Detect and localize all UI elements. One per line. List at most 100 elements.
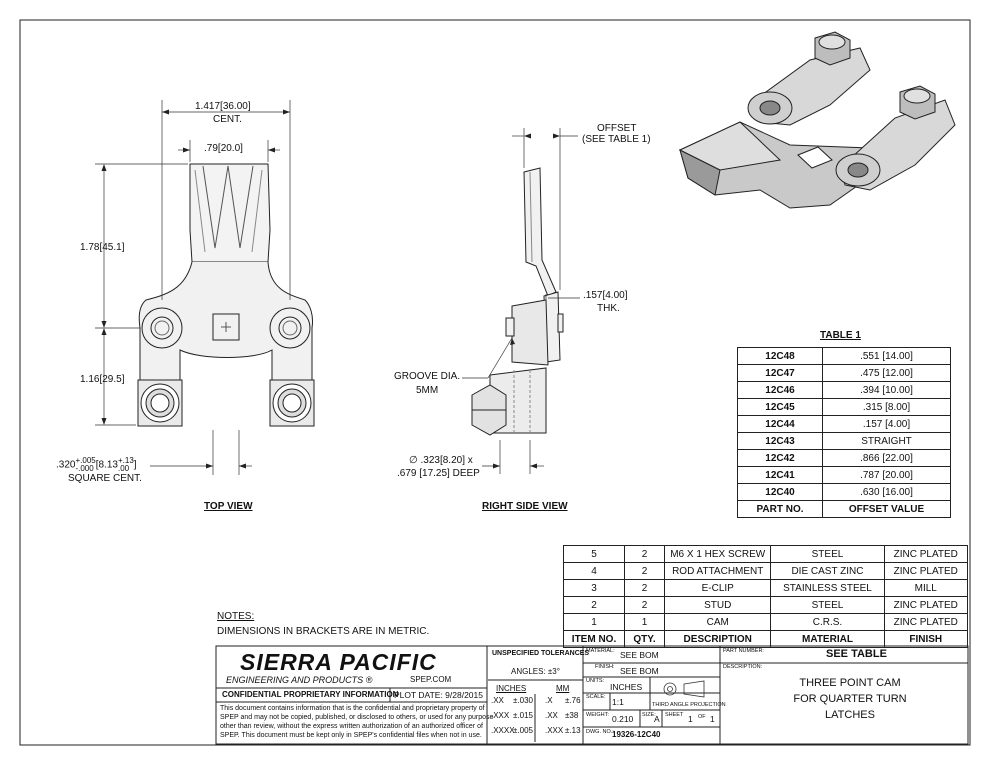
tolerance-mm-header: MM — [556, 684, 570, 693]
top-view-dimensions — [95, 100, 291, 475]
bom-cell: STEEL — [770, 596, 885, 614]
top-view-drawing — [137, 163, 315, 427]
dim-square-label: SQUARE CENT. — [68, 473, 142, 484]
bom-cell: 3 — [562, 579, 626, 597]
isometric-view — [678, 31, 956, 209]
hole-depth: .679 [17.25] DEEP — [397, 468, 480, 479]
table1-offset-cell: .157 [4.00] — [822, 415, 951, 433]
notes-title: NOTES: — [217, 611, 255, 622]
confidential-title: CONFIDENTIAL PROPRIETARY INFORMATION — [222, 690, 399, 699]
size-value: A — [654, 714, 660, 724]
company-name: SIERRA PACIFIC — [240, 649, 437, 675]
table1-part-cell: 12C44 — [737, 415, 823, 433]
bom-header-cell: ITEM NO. — [562, 630, 626, 648]
units-value: INCHES — [610, 682, 643, 692]
scale-value: 1:1 — [612, 697, 624, 707]
table1-part-cell: 12C47 — [737, 364, 823, 382]
bom-cell: ZINC PLATED — [883, 562, 969, 580]
table1-part-cell: 12C45 — [737, 398, 823, 416]
tolerance-value: ±.76 — [565, 696, 581, 705]
tolerance-value: ±.015 — [513, 711, 533, 720]
hole-dia: ∅ .323[8.20] x — [409, 455, 473, 466]
table1-title: TABLE 1 — [820, 330, 861, 341]
table1-row: 12C42.866 [22.00] — [737, 449, 951, 467]
tolerance-value: .XX — [491, 696, 504, 705]
sheet-value: 1 — [688, 714, 693, 724]
top-view-arrows — [101, 109, 290, 469]
dim-height: 1.78[45.1] — [80, 242, 125, 253]
company-web: SPEP.COM — [410, 675, 452, 684]
third-angle-projection-icon — [663, 680, 705, 698]
tolerance-value: .XXXX — [491, 726, 515, 735]
table1-part-cell: 12C41 — [737, 466, 823, 484]
bom-cell: 2 — [624, 596, 665, 614]
table1-row: 12C40.630 [16.00] — [737, 483, 951, 501]
side-view-dimensions — [462, 128, 580, 474]
part-number-label: PART NUMBER: — [723, 648, 764, 654]
table1-offset-cell: .787 [20.00] — [822, 466, 951, 484]
tolerance-value: .XXX — [491, 711, 510, 720]
offset-label: OFFSET — [597, 123, 637, 134]
bom-cell: ZINC PLATED — [883, 545, 969, 563]
size-label: SIZE: — [642, 712, 656, 718]
table1-row: 12C45.315 [8.00] — [737, 398, 951, 416]
bom-cell: E-CLIP — [663, 579, 772, 597]
tolerance-value: .XX — [545, 711, 558, 720]
description-label: DESCRIPTION: — [723, 664, 763, 670]
bom-cell: CAM — [663, 613, 772, 631]
bom-header-cell: DESCRIPTION — [663, 630, 772, 648]
dim-square-size: .320+.005-.000[8.13+.13.00] — [56, 456, 137, 473]
bom-cell: 4 — [562, 562, 626, 580]
material-label: MATERIAL: — [586, 648, 615, 654]
dim-lower-height: 1.16[29.5] — [80, 374, 125, 385]
weight-value: 0.210 — [612, 714, 634, 724]
table1-offset-cell: STRAIGHT — [822, 432, 951, 450]
bom-cell: DIE CAST ZINC — [770, 562, 885, 580]
table1-part-cell: 12C48 — [737, 347, 823, 365]
dim-thickness: .157[4.00] — [583, 290, 628, 301]
dim-thickness-label: THK. — [597, 303, 620, 314]
bom-cell: ZINC PLATED — [883, 613, 969, 631]
side-view-caption: RIGHT SIDE VIEW — [482, 501, 568, 512]
table1-offset-cell: .551 [14.00] — [822, 347, 951, 365]
dim-overall-width: 1.417[36.00] — [195, 101, 251, 112]
tolerance-value: ±38 — [565, 711, 579, 720]
notes-text: DIMENSIONS IN BRACKETS ARE IN METRIC. — [217, 626, 430, 637]
tolerance-title: UNSPECIFIED TOLERANCES — [492, 650, 590, 657]
table1-row: 12C47.475 [12.00] — [737, 364, 951, 382]
units-label: UNITS: — [586, 678, 605, 684]
bom-cell: 2 — [562, 596, 626, 614]
part-number-value: SEE TABLE — [826, 648, 887, 660]
bom-cell: STAINLESS STEEL — [770, 579, 885, 597]
scale-label: SCALE: — [586, 694, 606, 700]
groove-size: 5MM — [416, 385, 439, 396]
bom-cell: ROD ATTACHMENT — [663, 562, 772, 580]
top-view-caption: TOP VIEW — [204, 501, 253, 512]
groove-label: GROOVE DIA. — [394, 371, 461, 382]
table1-offset-cell: .475 [12.00] — [822, 364, 951, 382]
bom-cell: ZINC PLATED — [883, 596, 969, 614]
confidential-text: This document contains information that … — [220, 705, 494, 739]
sheet-label: SHEET — [665, 712, 684, 718]
table1-offset-cell: .630 [16.00] — [822, 483, 951, 501]
bom-cell: STUD — [663, 596, 772, 614]
plot-date: PLOT DATE: 9/28/2015 — [394, 690, 483, 700]
dwg-number: 19326-12C40 — [612, 730, 661, 739]
table1-header-row: PART NO.OFFSET VALUE — [737, 500, 951, 518]
bom-cell: 2 — [624, 562, 665, 580]
bom-cell: MILL — [883, 579, 969, 597]
description-text: THREE POINT CAM FOR QUARTER TURN LATCHES — [793, 677, 907, 721]
tolerance-value: .X — [545, 696, 553, 705]
bom-cell: 5 — [562, 545, 626, 563]
dim-slot-width: .79[20.0] — [204, 143, 243, 154]
tolerance-inches-header: INCHES — [496, 684, 527, 693]
offset-table: 12C48.551 [14.00]12C47.475 [12.00]12C46.… — [737, 347, 951, 518]
dim-overall-cent: CENT. — [213, 114, 242, 125]
table1-offset-cell: .394 [10.00] — [822, 381, 951, 399]
